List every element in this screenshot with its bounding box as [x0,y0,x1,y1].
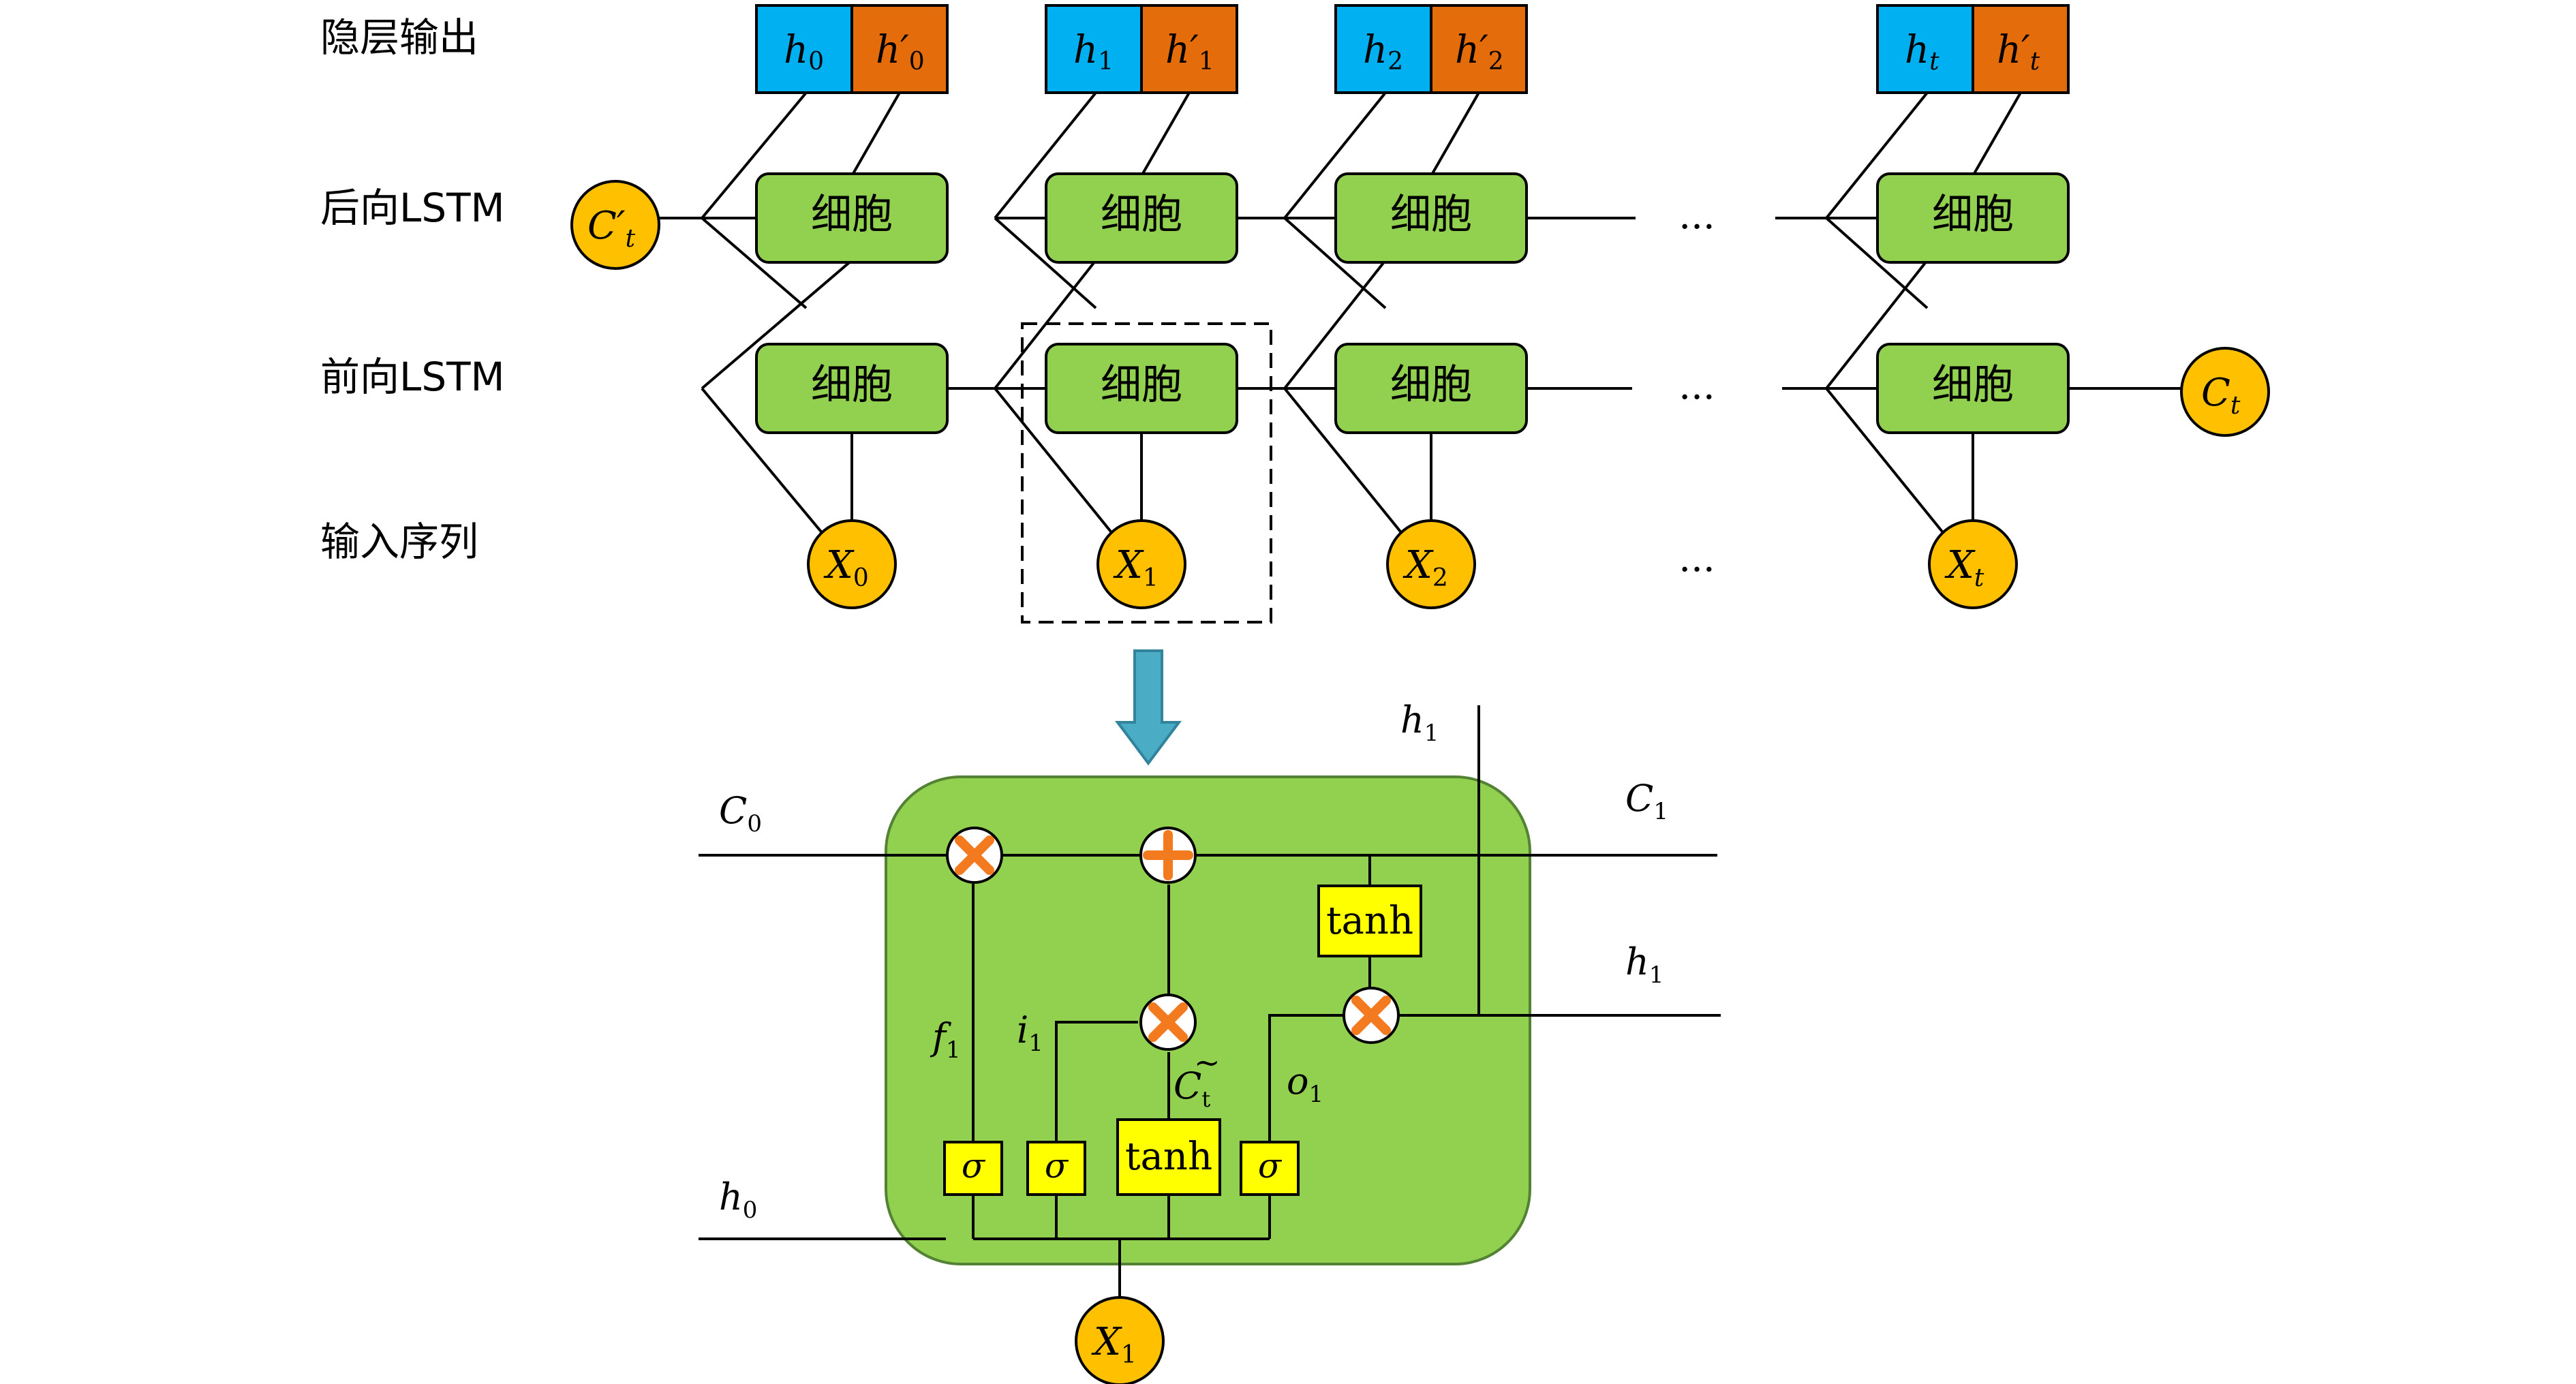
cell-label: 细胞 [811,361,893,409]
h-in-label: h0 [719,1175,757,1224]
svg-text:Xt: Xt [1944,543,1984,592]
h-sub: 2 [1387,48,1403,76]
hp-sub: 1 [1199,48,1214,76]
hp-sub: 0 [909,48,925,76]
svg-text:σ: σ [1258,1146,1283,1186]
svg-text:h′t: h′t [1997,28,2040,76]
hp-label: h′ [1165,28,1199,72]
svg-text:h′0: h′0 [876,28,925,76]
forward-cell-t: 细胞 [1876,343,2070,434]
hp-label: h′ [876,28,909,72]
forward-cell-0: 细胞 [755,343,949,434]
svg-text:tanh: tanh [1326,899,1413,943]
output-sigma-gate: σ [1240,1141,1300,1196]
upper-wiring [660,91,2181,540]
o-gate-label: o1 [1287,1060,1323,1108]
label-input-sequence: 输入序列 [320,519,478,565]
i-gate-label: i1 [1017,1009,1043,1057]
c-tilde-label: ~ Ct [1174,1044,1221,1112]
selection-box [1021,322,1272,624]
cell-label: 细胞 [1390,361,1472,409]
h-up-label: h1 [1400,698,1439,747]
svg-text:h′2: h′2 [1455,28,1504,76]
backward-cell-2: 细胞 [1334,172,1528,264]
state-add-icon [1139,827,1197,884]
candidate-tanh-gate: tanh [1116,1118,1221,1196]
cell-label: 细胞 [1932,191,2014,239]
svg-text:X2: X2 [1402,543,1448,592]
label-forward-lstm: 前向LSTM [320,354,505,400]
input-node-1: X1 [1097,519,1186,609]
hp-label: h′ [1455,28,1488,72]
input-node-t: Xt [1928,519,2018,609]
backward-cell-1: 细胞 [1045,172,1238,264]
state-tanh-gate: tanh [1317,885,1422,957]
svg-text:X0: X0 [823,543,869,592]
svg-text:h0: h0 [784,28,824,76]
label-hidden-output: 隐层输出 [320,14,478,61]
ellipsis-input: ... [1678,536,1715,581]
cell-label: 细胞 [1101,361,1182,409]
svg-text:~: ~ [1194,1044,1221,1081]
hp-label: h′ [1997,28,2030,72]
hidden-output-2: h2 h′2 [1334,4,1528,94]
cell-label: 细胞 [1932,361,2014,409]
input-sigma-gate: σ [1026,1141,1086,1196]
hidden-output-0: h0 h′0 [755,4,949,94]
hp-sub: 2 [1488,48,1504,76]
detail-wiring [699,705,1721,1298]
hidden-output-1: h1 h′1 [1045,4,1238,94]
h-sub: 0 [808,48,824,76]
forward-cell-1: 细胞 [1045,343,1238,434]
svg-text:Ct: Ct [2201,371,2241,420]
svg-text:h2: h2 [1363,28,1403,76]
svg-text:h1: h1 [1073,28,1114,76]
ellipsis-forward: ... [1678,364,1715,408]
cell-label: 细胞 [811,191,893,239]
h-sub: t [1929,48,1939,76]
svg-text:X1: X1 [1091,1320,1137,1369]
expand-arrow-icon [1115,649,1182,766]
svg-text:σ: σ [1045,1146,1069,1186]
h-label: h [1363,28,1387,72]
input-node-0: X0 [807,519,897,609]
forward-cell-2: 细胞 [1334,343,1528,434]
h-label: h [1905,28,1929,72]
forget-sigma-gate: σ [943,1141,1003,1196]
forget-multiply-icon [946,827,1003,884]
backward-cell-t: 细胞 [1876,172,2070,264]
input-node-2: X2 [1386,519,1476,609]
input-multiply-icon [1139,994,1197,1051]
forward-end-state: Ct [2180,347,2270,437]
detail-input-node: X1 [1075,1296,1165,1384]
h-sub: 1 [1098,48,1114,76]
c-in-label: C0 [719,789,762,837]
h-label: h [1073,28,1098,72]
svg-text:Ct: Ct [1174,1064,1210,1112]
hidden-output-t: ht h′t [1876,4,2070,94]
label-backward-lstm: 后向LSTM [320,185,505,231]
svg-text:h′1: h′1 [1165,28,1214,76]
backward-end-state: C′t [570,180,660,270]
svg-text:X1: X1 [1113,543,1159,592]
cell-label: 细胞 [1390,191,1472,239]
hp-sub: t [2030,48,2040,76]
backward-cell-0: 细胞 [755,172,949,264]
ellipsis-backward: ... [1678,194,1715,238]
h-out-label: h1 [1625,940,1663,989]
c-out-label: C1 [1625,777,1668,825]
svg-text:C′t: C′t [587,204,636,253]
cell-label: 细胞 [1101,191,1182,239]
svg-text:ht: ht [1905,28,1939,76]
output-multiply-icon [1343,987,1400,1044]
svg-text:σ: σ [962,1146,986,1186]
h-label: h [784,28,808,72]
svg-text:tanh: tanh [1125,1135,1212,1179]
